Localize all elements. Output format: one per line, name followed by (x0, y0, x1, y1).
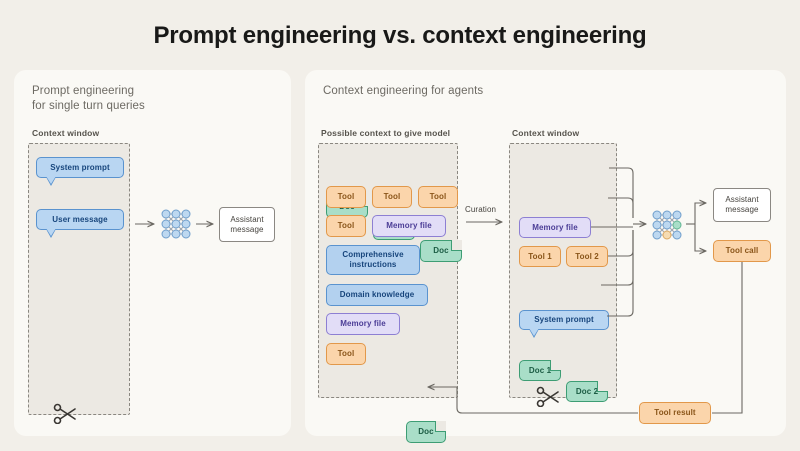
right-context-window (509, 143, 617, 398)
context-item-comprehensive-instructions: Comprehensive instructions (326, 245, 420, 275)
left-panel-title: Prompt engineering for single turn queri… (32, 85, 145, 112)
right-output-assistant-message: Assistant message (713, 188, 771, 222)
curation-label: Curation (465, 205, 497, 214)
possible-context-caption: Possible context to give model (321, 128, 451, 138)
scissors-icon (52, 400, 80, 429)
right-context-window-caption: Context window (512, 128, 580, 138)
cw-node-doc-1: Doc 1 (519, 360, 561, 381)
context-item-doc-3: Doc (420, 240, 462, 262)
neural-grid-icon-right (651, 209, 683, 241)
context-item-tool-1: Tool (326, 186, 366, 208)
cw-node-tool-1: Tool 1 (519, 246, 561, 267)
left-node-user-message: User message (36, 209, 124, 238)
right-output-tool-call: Tool call (713, 240, 771, 262)
page-title: Prompt engineering vs. context engineeri… (153, 22, 647, 49)
left-context-window-caption: Context window (32, 128, 100, 138)
left-output-assistant-message: Assistant message (219, 207, 275, 242)
scissors-icon-right (535, 383, 563, 412)
context-item-tool-5: Tool (326, 343, 366, 365)
cw-node-memory-file: Memory file (519, 217, 591, 238)
right-panel-title: Context engineering for agents (323, 85, 484, 97)
left-context-window (28, 143, 130, 415)
context-item-domain-knowledge: Domain knowledge (326, 284, 428, 306)
context-item-tool-3: Tool (418, 186, 458, 208)
cw-node-tool-2: Tool 2 (566, 246, 608, 267)
context-item-memory-file-2: Memory file (326, 313, 400, 335)
context-item-tool-2: Tool (372, 186, 412, 208)
context-item-memory-file-1: Memory file (372, 215, 446, 237)
neural-grid-icon (160, 208, 192, 240)
cw-node-system-prompt: System prompt (519, 310, 609, 338)
cw-node-doc-2: Doc 2 (566, 381, 608, 402)
left-node-system-prompt: System prompt (36, 157, 124, 186)
feedback-tool-result: Tool result (639, 402, 711, 424)
context-item-doc-4: Doc (406, 421, 446, 443)
context-item-tool-4: Tool (326, 215, 366, 237)
